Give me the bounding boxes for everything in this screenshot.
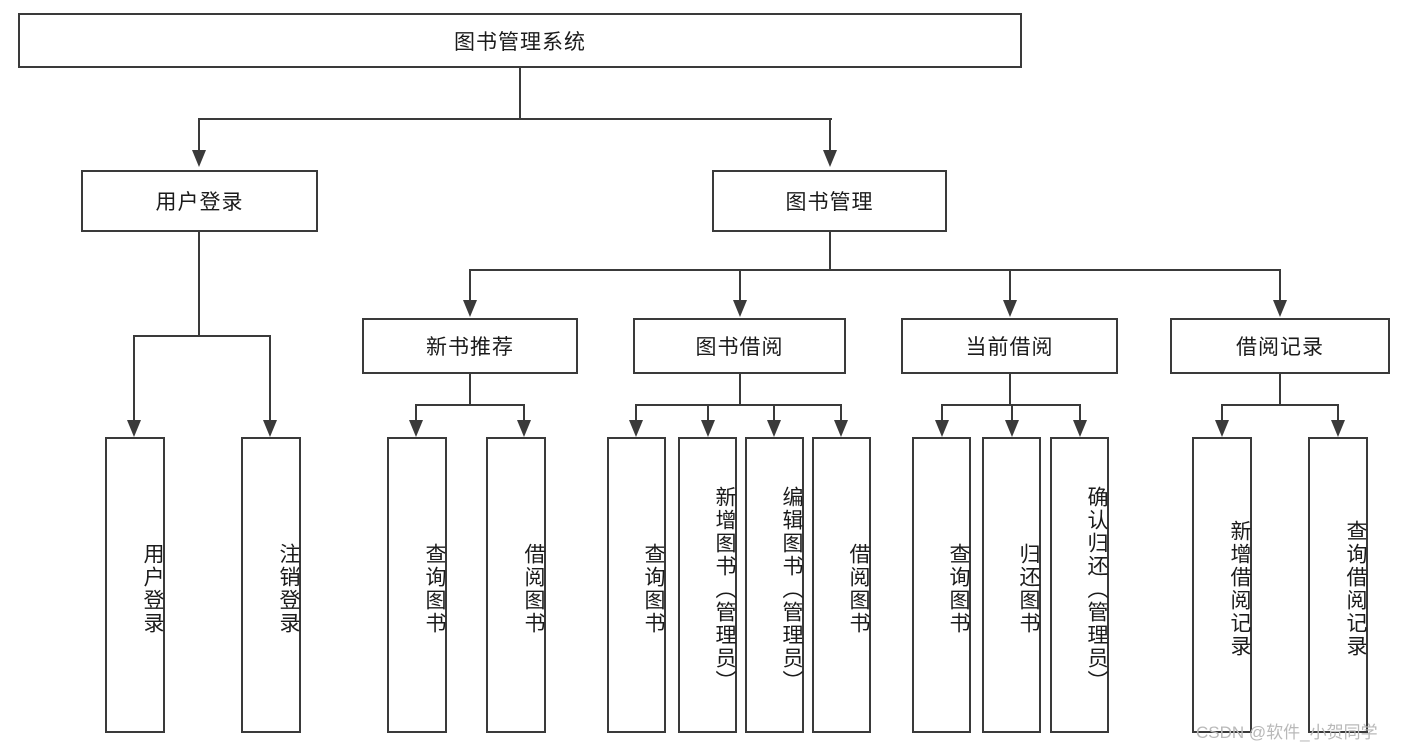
node-book-management[interactable]: 图书管理: [712, 170, 947, 232]
leaf-add-book[interactable]: 新增图书（管理员）: [678, 437, 737, 733]
edge-level2-bus: [198, 118, 832, 120]
edge-bb-drop-1: [635, 404, 637, 421]
arrow-to-borrow-record: [1273, 300, 1287, 317]
node-root-system[interactable]: 图书管理系统: [18, 13, 1022, 68]
node-borrow-record[interactable]: 借阅记录: [1170, 318, 1390, 374]
leaf-confirm-return[interactable]: 确认归还（管理员）: [1050, 437, 1109, 733]
edge-level3-drop-1: [469, 269, 471, 301]
edge-level3-drop-2: [739, 269, 741, 301]
node-label: 当前借阅: [965, 336, 1054, 359]
edge-br-drop-1: [1221, 404, 1223, 421]
node-book-borrow[interactable]: 图书借阅: [633, 318, 846, 374]
edge-bb-bus: [635, 404, 841, 406]
leaf-query-book-1[interactable]: 查询图书: [387, 437, 447, 733]
edge-cb-stem: [1009, 374, 1011, 406]
edge-cb-drop-2: [1011, 404, 1013, 421]
edge-nbr-drop-1: [415, 404, 417, 421]
edge-bb-drop-3: [773, 404, 775, 421]
arrow-to-leaf-return-book: [1005, 420, 1019, 437]
node-label: 查询图书: [947, 543, 970, 635]
arrow-to-leaf-borrow-book-2: [834, 420, 848, 437]
arrow-to-leaf-query-book-2: [629, 420, 643, 437]
arrow-to-leaf-add-record: [1215, 420, 1229, 437]
arrow-to-leaf-user-logout: [263, 420, 277, 437]
edge-user-login-drop-1: [133, 335, 135, 421]
arrow-to-book-management: [823, 150, 837, 167]
leaf-add-record[interactable]: 新增借阅记录: [1192, 437, 1252, 733]
leaf-query-record[interactable]: 查询借阅记录: [1308, 437, 1368, 733]
node-label: 新增图书（管理员）: [713, 485, 736, 693]
edge-br-bus: [1221, 404, 1339, 406]
node-label: 新增借阅记录: [1228, 520, 1251, 658]
node-current-borrow[interactable]: 当前借阅: [901, 318, 1118, 374]
edge-level2-drop-left: [198, 118, 200, 150]
node-label: 图书管理系统: [454, 30, 586, 54]
leaf-query-book-2[interactable]: 查询图书: [607, 437, 666, 733]
node-label: 查询图书: [642, 543, 665, 635]
edge-bb-drop-2: [707, 404, 709, 421]
node-label: 借阅记录: [1236, 336, 1324, 359]
edge-level2-drop-right: [829, 118, 831, 150]
edge-book-management-stem: [829, 232, 831, 271]
node-label: 借阅图书: [522, 543, 545, 635]
node-label: 新书推荐: [426, 336, 514, 359]
arrow-to-book-borrow: [733, 300, 747, 317]
edge-user-login-bus: [133, 335, 269, 337]
arrow-to-new-book-recommend: [463, 300, 477, 317]
node-label: 借阅图书: [847, 543, 870, 635]
arrow-to-leaf-query-book-1: [409, 420, 423, 437]
arrow-to-leaf-user-login: [127, 420, 141, 437]
node-new-book-recommend[interactable]: 新书推荐: [362, 318, 578, 374]
node-label: 图书管理: [785, 191, 874, 214]
leaf-edit-book[interactable]: 编辑图书（管理员）: [745, 437, 804, 733]
edge-nbr-drop-2: [523, 404, 525, 421]
node-label: 用户登录: [155, 191, 244, 214]
leaf-borrow-book-2[interactable]: 借阅图书: [812, 437, 871, 733]
edge-cb-drop-3: [1079, 404, 1081, 421]
node-label: 确认归还（管理员）: [1085, 485, 1108, 693]
node-label: 归还图书: [1017, 543, 1040, 635]
edge-nbr-stem: [469, 374, 471, 406]
edge-level3-bus: [469, 269, 1281, 271]
edge-user-login-drop-2: [269, 335, 271, 421]
node-label: 编辑图书（管理员）: [780, 485, 803, 693]
leaf-query-book-3[interactable]: 查询图书: [912, 437, 971, 733]
arrow-to-leaf-edit-book: [767, 420, 781, 437]
node-label: 查询借阅记录: [1344, 520, 1367, 658]
edge-bb-stem: [739, 374, 741, 406]
edge-nbr-bus: [415, 404, 525, 406]
node-label: 用户登录: [141, 543, 164, 635]
edge-br-drop-2: [1337, 404, 1339, 421]
node-label: 查询图书: [423, 543, 446, 635]
edge-cb-drop-1: [941, 404, 943, 421]
edge-level3-drop-4: [1279, 269, 1281, 301]
leaf-user-logout[interactable]: 注销登录: [241, 437, 301, 733]
leaf-return-book[interactable]: 归还图书: [982, 437, 1041, 733]
edge-root-stem: [519, 68, 521, 119]
leaf-user-login[interactable]: 用户登录: [105, 437, 165, 733]
node-user-login[interactable]: 用户登录: [81, 170, 318, 232]
arrow-to-leaf-add-book: [701, 420, 715, 437]
edge-level3-drop-3: [1009, 269, 1011, 301]
node-label: 注销登录: [277, 543, 300, 635]
arrow-to-current-borrow: [1003, 300, 1017, 317]
arrow-to-user-login: [192, 150, 206, 167]
node-label: 图书借阅: [695, 336, 784, 359]
arrow-to-leaf-confirm-return: [1073, 420, 1087, 437]
arrow-to-leaf-query-record: [1331, 420, 1345, 437]
leaf-borrow-book-1[interactable]: 借阅图书: [486, 437, 546, 733]
arrow-to-leaf-borrow-book-1: [517, 420, 531, 437]
arrow-to-leaf-query-book-3: [935, 420, 949, 437]
edge-br-stem: [1279, 374, 1281, 406]
edge-user-login-stem: [198, 232, 200, 336]
edge-bb-drop-4: [840, 404, 842, 421]
